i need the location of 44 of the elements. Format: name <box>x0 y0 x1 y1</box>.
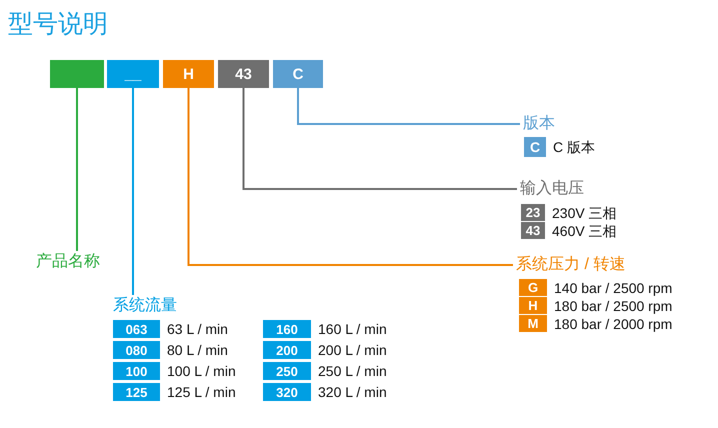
code-badge: 160 <box>263 320 311 338</box>
option-description: 80 L / min <box>167 343 228 357</box>
option-description: 140 bar / 2500 rpm <box>554 280 672 294</box>
connector-line <box>76 88 78 251</box>
code-badge: 063 <box>113 320 160 338</box>
option-description: 200 L / min <box>318 343 387 357</box>
option-description: 100 L / min <box>167 364 236 378</box>
code-badge: M <box>519 315 547 332</box>
option-description: 180 bar / 2500 rpm <box>554 298 672 312</box>
category-heading: 系统流量 <box>113 298 177 314</box>
connector-line <box>132 88 134 295</box>
option-description: 63 L / min <box>167 322 228 336</box>
code-badge: C <box>524 137 546 157</box>
category-heading: 输入电压 <box>520 181 584 197</box>
code-segment: 43 <box>218 60 269 88</box>
code-segment: H <box>163 60 214 88</box>
option-description: 160 L / min <box>318 322 387 336</box>
connector-line <box>242 88 517 190</box>
code-badge: 100 <box>113 362 160 380</box>
code-segment: C <box>273 60 323 88</box>
title: 型号说明 <box>8 12 108 37</box>
option-description: 180 bar / 2000 rpm <box>554 316 672 330</box>
connector-line <box>188 88 513 266</box>
code-badge: 23 <box>521 204 545 221</box>
category-heading: 产品名称 <box>36 254 100 270</box>
option-description: 250 L / min <box>318 364 387 378</box>
option-description: 460V 三相 <box>552 224 617 238</box>
option-description: C 版本 <box>553 140 595 154</box>
code-segment <box>50 60 104 88</box>
connector-line <box>297 88 520 125</box>
code-badge: 43 <box>521 222 545 239</box>
option-description: 125 L / min <box>167 385 236 399</box>
code-badge: 320 <box>263 383 311 401</box>
category-heading: 系统压力 / 转速 <box>516 257 626 273</box>
code-badge: H <box>519 297 547 314</box>
code-badge: 080 <box>113 341 160 359</box>
option-description: 230V 三相 <box>552 206 617 220</box>
code-badge: 200 <box>263 341 311 359</box>
code-badge: 125 <box>113 383 160 401</box>
code-segment: __ <box>107 60 159 88</box>
code-badge: 250 <box>263 362 311 380</box>
option-description: 320 L / min <box>318 385 387 399</box>
category-heading: 版本 <box>523 116 555 132</box>
code-badge: G <box>519 279 547 296</box>
